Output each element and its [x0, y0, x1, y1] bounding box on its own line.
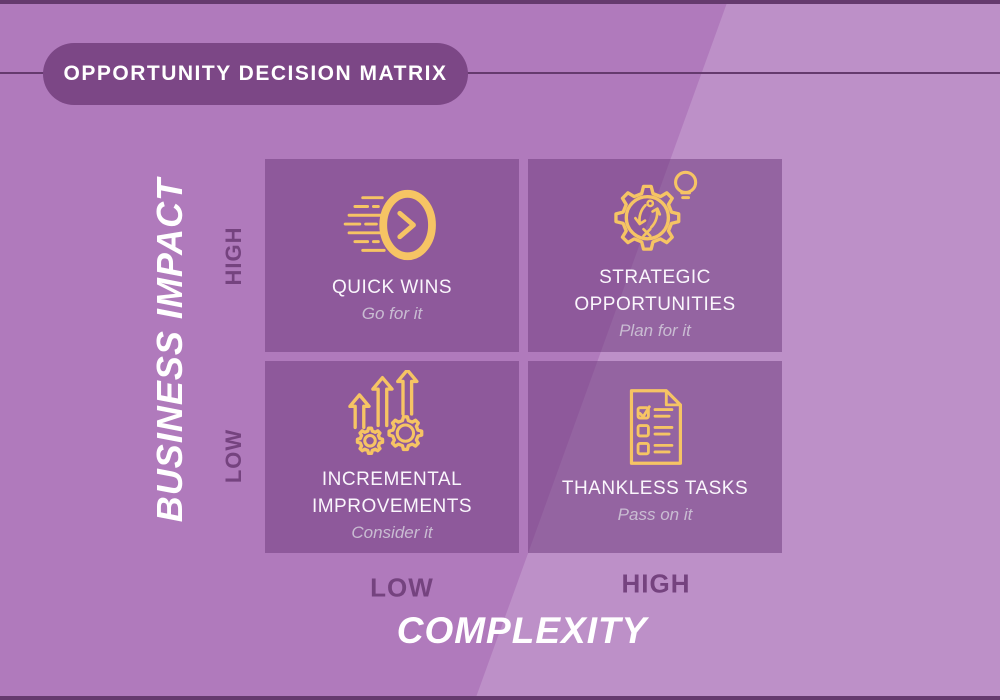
quadrant-title: INCREMENTAL IMPROVEMENTS [311, 468, 473, 517]
growth-arrows-gears-icon [344, 369, 440, 458]
quadrant-title: QUICK WINS [331, 276, 453, 298]
quadrant-thankless-tasks: THANKLESS TASKS Pass on it [528, 361, 782, 553]
quadrant-quick-wins: QUICK WINS Go for it [265, 159, 519, 352]
quadrant-incremental-improvements: INCREMENTAL IMPROVEMENTS Consider it [265, 361, 519, 553]
quadrant-title: STRATEGIC OPPORTUNITIES [574, 267, 736, 315]
bottom-edge-bar [0, 696, 1000, 700]
quadrant-strategic-opportunities: STRATEGIC OPPORTUNITIES Plan for it [528, 159, 782, 352]
strategy-gear-lightbulb-icon [605, 168, 705, 256]
x-axis-label: COMPLEXITY [396, 610, 648, 651]
quadrant-title: THANKLESS TASKS [561, 478, 749, 499]
header-rule-line [0, 72, 1000, 74]
x-axis-low-label: LOW [370, 572, 434, 603]
title-badge: OPPORTUNITY DECISION MATRIX [43, 43, 468, 105]
y-axis-low-label: LOW [221, 428, 246, 484]
y-axis-high-label: HIGH [221, 226, 246, 286]
quadrant-subtitle: Pass on it [617, 505, 693, 524]
speed-ring-icon [340, 186, 444, 266]
quadrant-subtitle: Plan for it [619, 321, 691, 340]
quadrant-subtitle: Go for it [361, 303, 423, 323]
quadrant-subtitle: Consider it [351, 522, 433, 542]
top-edge-bar [0, 0, 1000, 4]
x-axis-high-label: HIGH [621, 568, 691, 599]
y-axis-label: BUSINESS IMPACT [149, 177, 190, 523]
page-title: OPPORTUNITY DECISION MATRIX [63, 62, 448, 85]
checklist-icon [622, 387, 688, 467]
